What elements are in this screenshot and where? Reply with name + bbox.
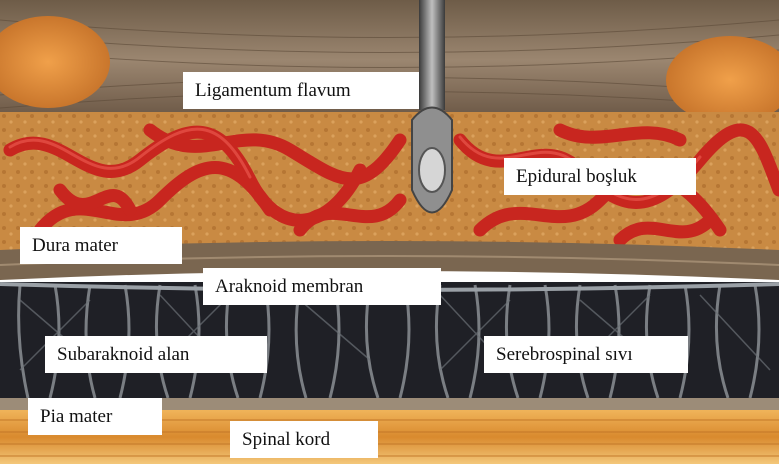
label-dura-mater: Dura mater [20,227,182,264]
label-epidural-space: Epidural boşluk [504,158,696,195]
label-pia-mater: Pia mater [28,398,162,435]
label-arachnoid-membrane: Araknoid membran [203,268,441,305]
needle-shaft [419,0,445,110]
label-subarachnoid-space: Subaraknoid alan [45,336,267,373]
label-spinal-cord: Spinal kord [230,421,378,458]
label-ligamentum-flavum: Ligamentum flavum [183,72,419,109]
label-cerebrospinal-fluid: Serebrospinal sıvı [484,336,688,373]
